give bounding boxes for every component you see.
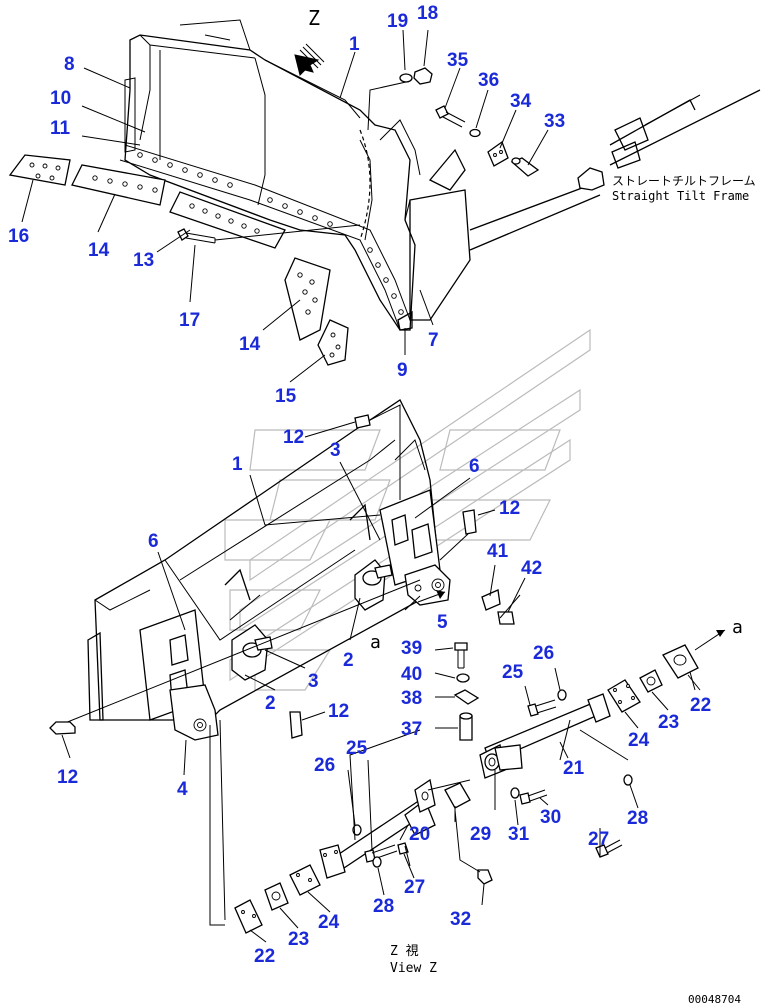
callout-10: 10 [50, 88, 71, 109]
callout-6-a: 6 [469, 456, 480, 477]
callout-26-a: 26 [533, 643, 554, 664]
callout-35: 35 [447, 50, 469, 71]
callout-17: 17 [179, 310, 200, 331]
callout-2-b: 2 [265, 693, 276, 714]
callout-22-a: 22 [690, 695, 711, 716]
callout-2-a: 2 [343, 650, 354, 671]
callout-24-a: 24 [628, 730, 650, 751]
view-z-arrow [294, 43, 325, 76]
callout-12-c: 12 [328, 701, 349, 722]
callout-36: 36 [478, 70, 499, 91]
callout-39: 39 [401, 638, 422, 659]
callout-14-a: 14 [88, 240, 110, 261]
callout-18: 18 [417, 3, 438, 24]
blade-front-view [49, 399, 521, 926]
callout-23-b: 23 [288, 929, 309, 950]
callout-40: 40 [401, 664, 422, 685]
document-number: 00048704 [688, 993, 741, 1006]
callout-numbers: 1 19 18 35 36 34 33 8 10 11 16 14 13 17 … [8, 3, 711, 967]
callout-9: 9 [397, 360, 408, 381]
callout-12-b: 12 [499, 498, 520, 519]
callout-1-top: 1 [349, 34, 360, 55]
arrow-a-label-2: a [732, 617, 743, 638]
callout-29: 29 [470, 824, 491, 845]
callout-27-b: 27 [404, 877, 425, 898]
callout-27-a: 27 [588, 829, 609, 850]
frame-label-jp: ストレートチルトフレーム [612, 174, 756, 188]
callout-6-b: 6 [148, 531, 159, 552]
frame-label-en: Straight Tilt Frame [612, 189, 749, 203]
callout-34: 34 [510, 91, 532, 112]
callout-23-a: 23 [658, 712, 679, 733]
blade-top-view [119, 19, 471, 331]
callout-12-d: 12 [57, 767, 78, 788]
callout-3-a: 3 [330, 440, 341, 461]
callout-41: 41 [487, 541, 509, 562]
callout-31: 31 [508, 824, 530, 845]
callout-20: 20 [409, 824, 430, 845]
callout-38: 38 [401, 688, 422, 709]
callout-32: 32 [450, 909, 471, 930]
callout-14-b: 14 [239, 334, 261, 355]
callout-28-b: 28 [373, 896, 394, 917]
callout-1-bottom: 1 [232, 454, 243, 475]
callout-21: 21 [563, 758, 585, 779]
background-watermark-logo [224, 328, 591, 691]
callout-25-a: 25 [502, 662, 524, 683]
callout-7: 7 [428, 330, 439, 351]
callout-16: 16 [8, 226, 29, 247]
callout-4: 4 [177, 779, 188, 800]
callout-30: 30 [540, 807, 561, 828]
view-caption-jp: Z 視 [390, 944, 419, 959]
callout-15: 15 [275, 386, 297, 407]
callout-13: 13 [133, 250, 154, 271]
callout-5: 5 [437, 612, 448, 633]
callout-12-a: 12 [283, 427, 304, 448]
callout-33: 33 [544, 111, 565, 132]
callout-19: 19 [387, 11, 408, 32]
callout-8: 8 [64, 54, 75, 75]
callout-28-a: 28 [627, 808, 648, 829]
view-label: Z [308, 6, 320, 30]
callout-37: 37 [401, 719, 422, 740]
callout-25-b: 25 [346, 738, 368, 759]
callout-11: 11 [50, 118, 71, 139]
callout-24-b: 24 [318, 912, 340, 933]
callout-26-b: 26 [314, 755, 335, 776]
leader-lines [21, 29, 701, 943]
callout-3-b: 3 [308, 671, 319, 692]
callout-42: 42 [521, 558, 542, 579]
linkage-parts [234, 629, 726, 934]
top-loose-parts [8, 67, 761, 366]
arrow-a-label-1: a [370, 632, 381, 653]
view-caption-en: View Z [390, 961, 437, 976]
cutting-edge-holes [137, 152, 404, 315]
callout-22-b: 22 [254, 946, 275, 967]
